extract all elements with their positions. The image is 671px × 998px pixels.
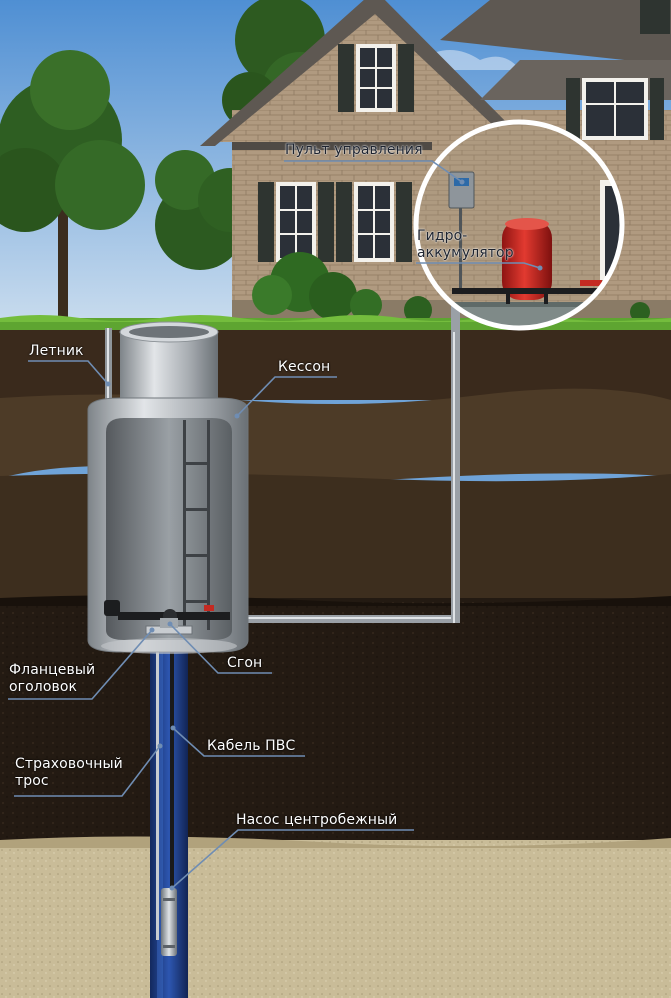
leader-nipple — [169, 623, 272, 674]
leader-lines — [8, 160, 541, 889]
caisson — [87, 397, 249, 654]
label-flange-line2: оголовок — [9, 679, 78, 695]
bushes — [252, 252, 650, 324]
label-cable: Кабель ПВС — [207, 738, 296, 754]
pump — [161, 888, 177, 956]
label-flange-line1: Фланцевый — [9, 662, 96, 678]
leader-accumulator — [416, 262, 541, 269]
leader-flange — [8, 629, 153, 700]
leader-rope — [14, 745, 161, 797]
label-safety-rope: Страховочный трос — [15, 756, 123, 790]
label-control-panel: Пульт управления — [285, 142, 423, 158]
summer-pipe — [105, 328, 112, 408]
supply-pipe — [246, 292, 460, 623]
label-rope-line2: трос — [15, 773, 49, 789]
label-accumulator-line1: Гидро- — [417, 228, 468, 244]
label-accumulator-line2: аккумулятор — [417, 245, 514, 261]
label-rope-line1: Страховочный — [15, 756, 123, 772]
leader-pump — [171, 829, 414, 889]
label-summer-pipe: Летник — [29, 343, 84, 359]
label-accumulator: Гидро- аккумулятор — [417, 228, 514, 262]
label-caisson: Кессон — [278, 359, 331, 375]
leader-caisson — [236, 376, 337, 417]
label-pump: Насос центробежный — [236, 812, 398, 828]
label-flange-head: Фланцевый оголовок — [9, 662, 95, 696]
inset-magnifier — [413, 119, 625, 331]
leader-control-panel — [284, 160, 463, 183]
caisson-neck — [119, 321, 219, 402]
trees — [0, 0, 338, 320]
leader-summer-pipe — [28, 360, 109, 385]
leader-dots — [105, 179, 543, 891]
label-nipple: Сгон — [227, 655, 263, 671]
leader-cable — [172, 727, 305, 757]
